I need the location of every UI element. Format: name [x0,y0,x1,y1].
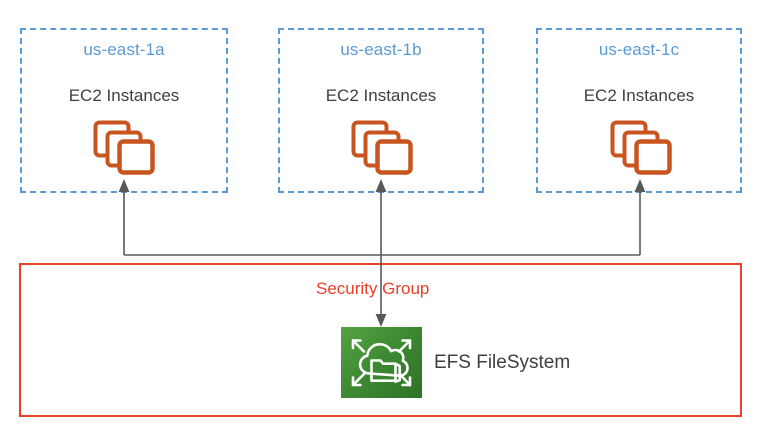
ec2-instances-label-1c: EC2 Instances [583,86,695,105]
availability-zone-us-east-1c[interactable] [536,28,742,193]
az-label-us-east-1c: us-east-1c [598,40,680,59]
efs-filesystem-icon[interactable] [341,327,422,398]
efs-filesystem-label: EFS FileSystem [434,352,571,373]
az-label-us-east-1b: us-east-1b [340,40,422,59]
ec2-instances-icon-1b[interactable] [351,120,413,175]
ec2-instances-label-1a: EC2 Instances [68,86,180,105]
ec2-instances-label-1b: EC2 Instances [325,86,437,105]
security-group-label: Security Group [316,279,430,298]
ec2-instances-icon-1c[interactable] [610,120,672,175]
ec2-instances-icon-1a[interactable] [93,120,155,175]
az-label-us-east-1a: us-east-1a [83,40,165,59]
